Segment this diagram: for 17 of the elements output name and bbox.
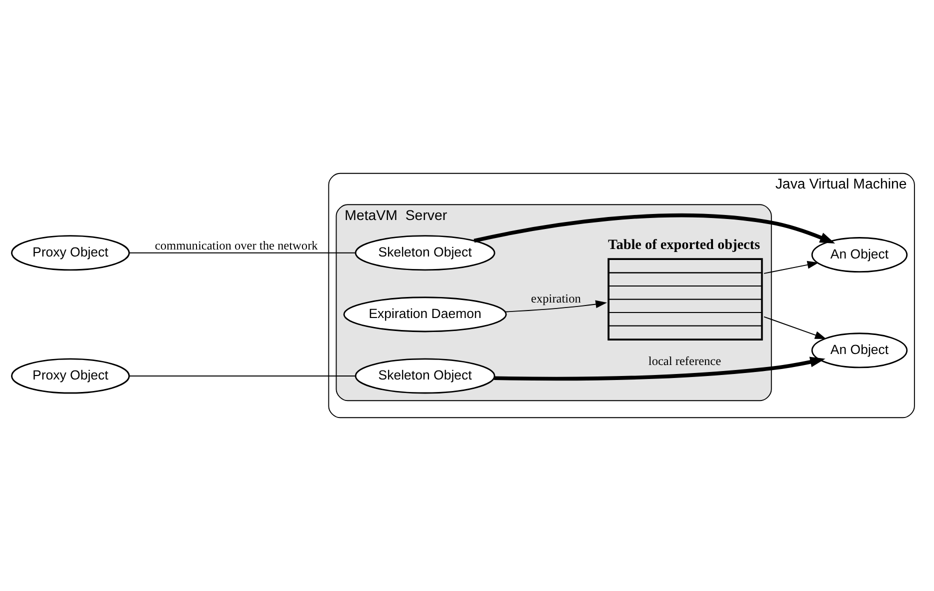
arrow [505,300,607,312]
node-ellipse: An Object [811,237,908,273]
arrow [764,260,819,274]
node-ellipse: Proxy Object [11,235,130,271]
node-ellipse: Skeleton Object [354,235,496,271]
arrow [764,316,826,339]
arrow [474,214,836,244]
connector [128,252,356,254]
node-ellipse: An Object [811,332,908,368]
edge-label: expiration [531,292,581,306]
edge-label: local reference [648,354,722,368]
arrow [494,356,826,381]
node-label: Table of exported objects [608,237,760,254]
node-ellipse: Proxy Object [11,358,130,394]
node-ellipse: Skeleton Object [354,358,496,394]
edge-label: communication over the network [154,238,318,252]
node-ellipse: Expiration Daemon [343,296,507,332]
